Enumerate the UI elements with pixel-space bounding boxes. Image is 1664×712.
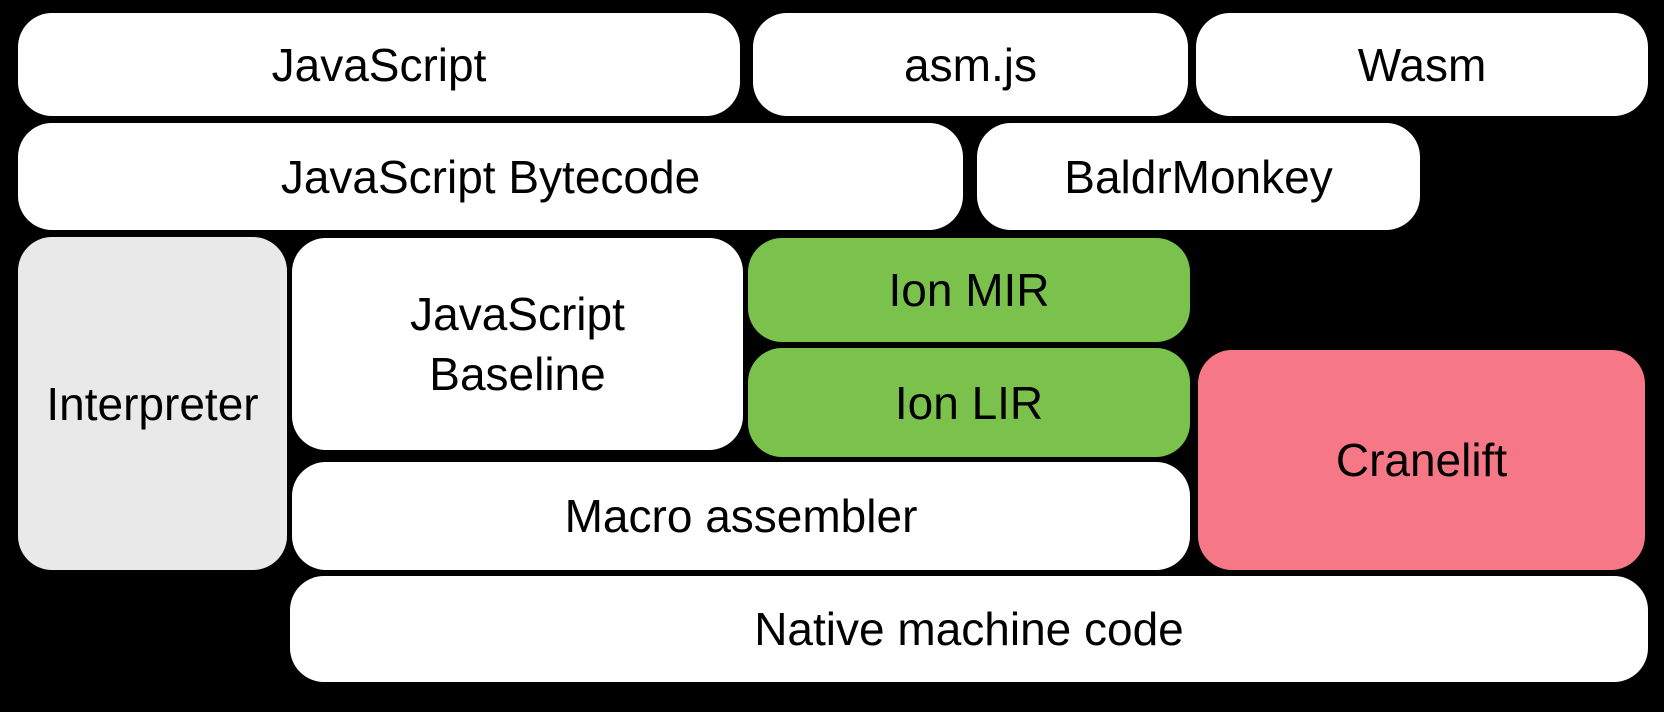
box-cranelift-label: Cranelift bbox=[1335, 434, 1508, 486]
box-javascript-baseline: JavaScript Baseline bbox=[292, 238, 743, 450]
box-native-machine-code-label: Native machine code bbox=[754, 603, 1184, 655]
box-interpreter: Interpreter bbox=[18, 237, 287, 570]
box-asmjs-label: asm.js bbox=[904, 38, 1037, 91]
box-ion-lir-label: Ion LIR bbox=[894, 376, 1044, 429]
box-ion-lir: Ion LIR bbox=[748, 348, 1190, 457]
box-baldrmonkey: BaldrMonkey bbox=[977, 123, 1420, 230]
box-javascript-baseline-line1: JavaScript bbox=[410, 288, 625, 340]
box-javascript: JavaScript bbox=[18, 13, 740, 116]
box-javascript-bytecode-label: JavaScript Bytecode bbox=[280, 150, 701, 203]
box-cranelift: Cranelift bbox=[1198, 350, 1645, 570]
box-native-machine-code: Native machine code bbox=[290, 576, 1648, 682]
box-macro-assembler-label: Macro assembler bbox=[564, 490, 918, 542]
box-asmjs: asm.js bbox=[753, 13, 1188, 116]
box-javascript-label: JavaScript bbox=[271, 38, 487, 91]
box-ion-mir: Ion MIR bbox=[748, 238, 1190, 342]
box-baldrmonkey-label: BaldrMonkey bbox=[1064, 150, 1333, 203]
box-interpreter-label: Interpreter bbox=[46, 377, 259, 430]
box-ion-mir-label: Ion MIR bbox=[888, 264, 1050, 316]
box-javascript-baseline-line2: Baseline bbox=[429, 348, 606, 400]
box-wasm: Wasm bbox=[1196, 13, 1648, 116]
box-javascript-bytecode: JavaScript Bytecode bbox=[18, 123, 963, 230]
box-macro-assembler: Macro assembler bbox=[292, 462, 1190, 570]
box-wasm-label: Wasm bbox=[1357, 38, 1487, 91]
